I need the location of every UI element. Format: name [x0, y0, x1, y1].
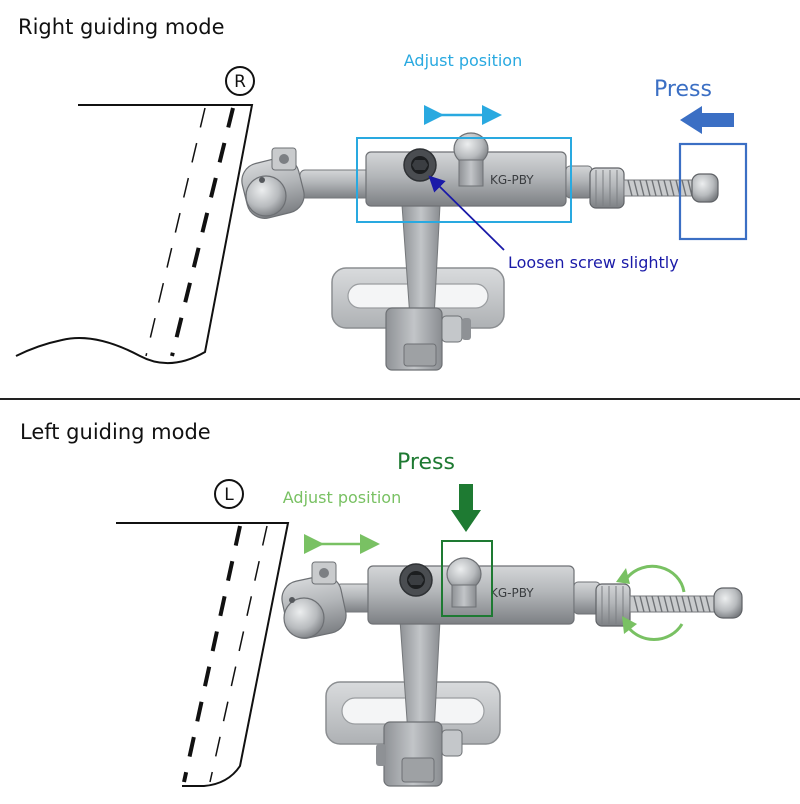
bottom-rotate-arrows [616, 564, 686, 641]
top-spring [627, 179, 693, 197]
top-press-highlight-box [678, 142, 748, 241]
top-mode-badge: R [225, 66, 255, 96]
top-mode-title: Right guiding mode [18, 15, 224, 39]
top-press-arrow [680, 106, 734, 134]
top-plate-marking: KG-PBY [490, 173, 534, 187]
top-stitch-line-thin [145, 107, 206, 357]
bottom-roller [283, 597, 325, 639]
bottom-stitch-line-bold [182, 525, 242, 783]
top-fabric-outline [15, 104, 254, 365]
bottom-fabric-outline [116, 522, 290, 787]
bottom-press-highlight-box [441, 540, 493, 617]
bottom-mode-badge: L [214, 479, 244, 509]
top-press-label: Press [654, 77, 712, 102]
top-adjust-label: Adjust position [404, 51, 522, 70]
top-threaded-knob [589, 167, 625, 209]
top-roller [245, 175, 287, 217]
top-end-cap [691, 173, 719, 203]
top-guide-device: KG-PBY [241, 132, 719, 371]
bottom-mode-title: Left guiding mode [20, 420, 211, 444]
bottom-press-arrow [451, 484, 481, 532]
bottom-badge-letter: L [224, 485, 234, 505]
top-screw-label: Loosen screw slightly [508, 253, 679, 272]
bottom-plate-marking: KG-PBY [490, 586, 534, 600]
top-panel: Right guiding mode R Adjust position Pre… [15, 15, 748, 371]
top-badge-letter: R [234, 72, 246, 92]
bottom-end-cap [713, 587, 743, 619]
top-stitch-line-bold [170, 107, 235, 357]
bottom-guide-device: KG-PBY [281, 557, 743, 787]
bottom-spring [633, 595, 711, 613]
top-screw-pointer [428, 175, 505, 251]
bottom-adjust-label: Adjust position [283, 488, 401, 507]
bottom-panel: Left guiding mode L Adjust position Pres… [20, 420, 743, 787]
bottom-press-label: Press [397, 450, 455, 475]
top-adjust-highlight-box [356, 137, 572, 223]
bottom-stitch-line-thin [209, 525, 268, 783]
